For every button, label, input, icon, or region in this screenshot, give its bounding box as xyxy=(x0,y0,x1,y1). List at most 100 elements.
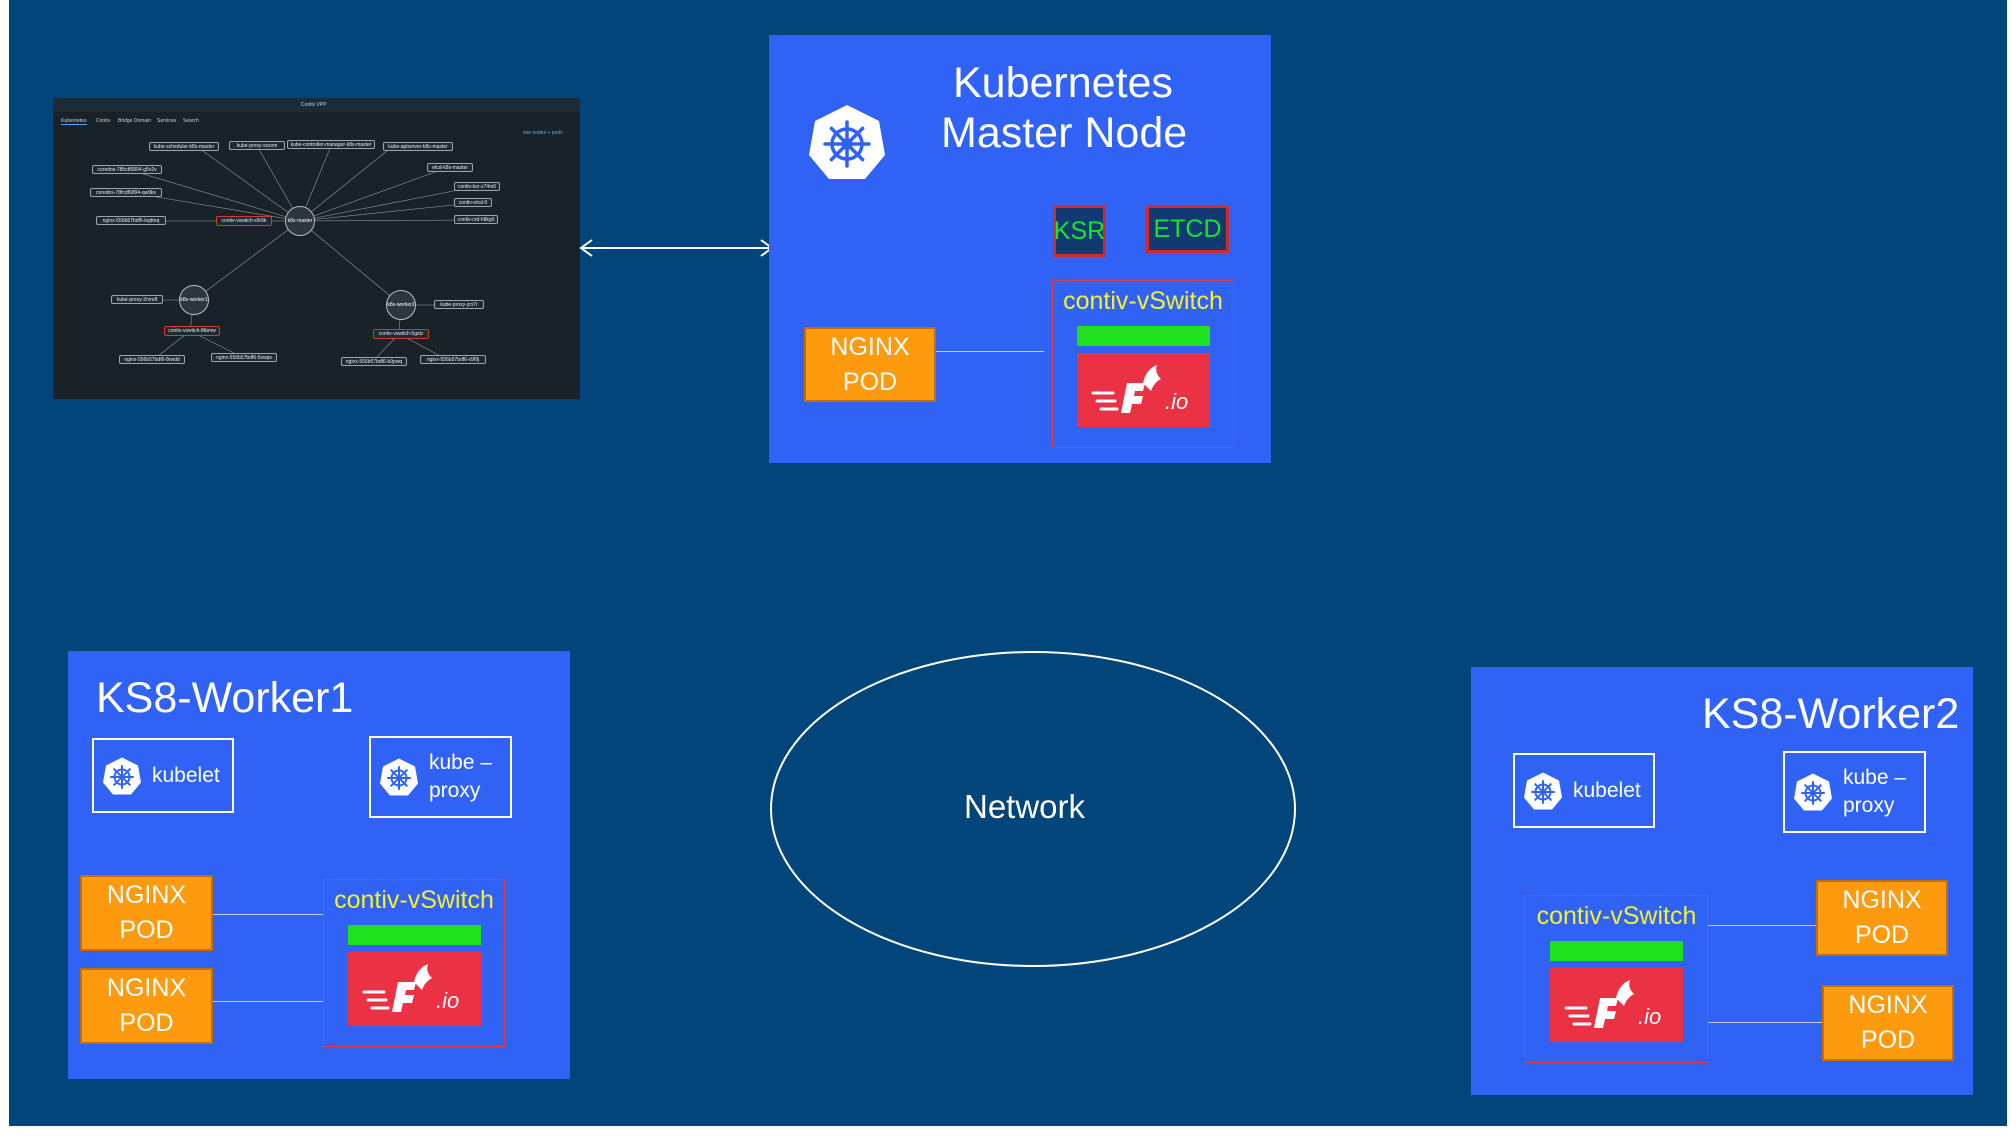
fdio-logo-icon: .io xyxy=(1077,353,1210,427)
screenshot-node-vswitch-w1: contiv-vswitch-8tbmw xyxy=(164,326,220,336)
vswitch-label: contiv-vSwitch xyxy=(1536,902,1697,930)
worker1-kubelet-box: kubelet xyxy=(92,738,234,813)
screenshot-node-k8s-worker2: k8s-worker2 xyxy=(386,290,416,320)
worker1-node-box: KS8-Worker1 kubelet kube – proxy NGINX P… xyxy=(68,651,570,1079)
worker1-vswitch-box: contiv-vSwitch .io xyxy=(323,879,505,1047)
screenshot-node-vswitch-w2: contiv-vswitch-5gstz xyxy=(373,329,429,339)
etcd-box: ETCD xyxy=(1146,205,1229,253)
vswitch-status-bar xyxy=(1077,326,1210,346)
worker2-vswitch-box: contiv-vSwitch .io xyxy=(1525,895,1708,1063)
screenshot-node-etcd-master: etcd-k8s-master xyxy=(427,163,473,172)
screenshot-node-nginx-w2b: nginx-556b57bdf6-x9f9j xyxy=(420,355,486,364)
vswitch-label: contiv-vSwitch xyxy=(334,886,494,914)
fdio-suffix: .io xyxy=(436,988,460,1013)
worker1-kube-proxy-box: kube – proxy xyxy=(369,736,512,818)
pod-line2: POD xyxy=(119,1009,174,1037)
pod-line2: POD xyxy=(1854,921,1910,949)
diagram-canvas: Contiv VPP Kubernetes Contiv Bridge Doma… xyxy=(9,0,2007,1126)
screenshot-node-vswitch-master: contiv-vswitch-s9r6k xyxy=(216,216,272,226)
kubernetes-helm-icon xyxy=(1794,773,1832,811)
ksr-box: KSR xyxy=(1053,205,1106,257)
fdio-suffix: .io xyxy=(1165,389,1189,414)
pod-line2: POD xyxy=(119,916,174,944)
double-arrow-icon xyxy=(579,239,774,257)
kubernetes-helm-icon xyxy=(103,757,141,794)
vswitch-status-bar xyxy=(348,925,481,945)
pod-line1: NGINX xyxy=(830,332,910,361)
worker2-node-box: KS8-Worker2 kubelet kube – proxy contiv-… xyxy=(1471,667,1973,1095)
master-node-box: Kubernetes Master Node KSR ETCD NGINX PO… xyxy=(769,35,1271,463)
screenshot-node-kube-proxy-w1: kube-proxy-2nmdf xyxy=(111,295,163,304)
screenshot-node-kube-apiserver: kube-apiserver-k8s-master xyxy=(383,142,453,151)
worker2-kube-proxy-box: kube – proxy xyxy=(1783,751,1926,833)
pod-line1: NGINX xyxy=(1842,886,1922,914)
worker1-nginx-pod-1: NGINX POD xyxy=(80,875,213,951)
master-nginx-pod: NGINX POD xyxy=(804,327,936,402)
screenshot-tab-search: Search xyxy=(183,118,199,124)
contiv-vpp-screenshot: Contiv VPP Kubernetes Contiv Bridge Doma… xyxy=(53,98,580,399)
kube-proxy-label: kube – proxy xyxy=(1843,764,1906,820)
fdio-logo-icon: .io xyxy=(1550,968,1683,1042)
fdio-mark xyxy=(1564,980,1634,1028)
ksr-label: KSR xyxy=(1053,216,1106,245)
worker2-kubelet-box: kubelet xyxy=(1513,753,1655,828)
screenshot-node-k8s-master: k8s-master xyxy=(285,206,315,236)
screenshot-node-nginx-w1b: nginx-556b57bdf6-5xwps xyxy=(211,353,277,362)
pod-line2: POD xyxy=(842,367,898,396)
kubernetes-helm-icon xyxy=(1524,772,1562,809)
worker2-pod2-connector xyxy=(1708,1022,1822,1023)
worker2-nginx-pod-2: NGINX POD xyxy=(1822,985,1954,1061)
kube-proxy-label: kube – proxy xyxy=(429,749,492,805)
pod-line1: NGINX xyxy=(106,881,187,909)
screenshot-node-contiv-etcd: contiv-etcd-0 xyxy=(454,198,492,207)
screenshot-node-nginx-w1a: nginx-556b57bdf6-8rwdd xyxy=(119,355,185,364)
screenshot-node-nginx-master: nginx-556b57bdf6-kqdmq xyxy=(96,216,166,225)
kubelet-label: kubelet xyxy=(152,763,220,787)
kube-proxy-line1: kube – xyxy=(1843,766,1907,789)
worker2-title: KS8-Worker2 xyxy=(1702,690,1960,738)
vswitch-status-bar xyxy=(1550,941,1683,961)
master-title-line1: Kubernetes xyxy=(953,59,1173,107)
screenshot-node-k8s-worker1: k8s-worker1 xyxy=(179,285,209,315)
network-label: Network xyxy=(964,788,1086,825)
worker1-pod2-connector xyxy=(213,1001,323,1002)
screenshot-right-note: see nodes + pods xyxy=(523,130,563,136)
fdio-mark xyxy=(362,964,432,1012)
kubernetes-helm-icon xyxy=(380,758,418,796)
fdio-logo-icon: .io xyxy=(348,952,481,1026)
worker1-pod1-connector xyxy=(213,914,323,915)
pod-line1: NGINX xyxy=(106,974,187,1002)
screenshot-node-kube-controller: kube-controller-manager-k8s-master xyxy=(287,140,375,149)
screenshot-tab-services: Services xyxy=(157,118,177,124)
master-pod-connector xyxy=(936,351,1044,352)
worker1-title: KS8-Worker1 xyxy=(96,674,354,722)
screenshot-node-contiv-crd: contiv-crd-h8kg6 xyxy=(454,215,498,224)
kubelet-label: kubelet xyxy=(1573,778,1641,802)
screenshot-node-contiv-ksr: contiv-ksr-z74m6 xyxy=(454,182,500,191)
kube-proxy-line1: kube – xyxy=(429,751,493,774)
screenshot-tab-contiv: Contiv xyxy=(96,118,111,124)
vswitch-label: contiv-vSwitch xyxy=(1063,287,1223,315)
screenshot-node-coredns-a: coredns-78fcdf6894-g5v2v xyxy=(92,165,162,174)
screenshot-node-kube-proxy-master: kube-proxy-sxzvm xyxy=(229,141,285,150)
etcd-label: ETCD xyxy=(1153,214,1222,243)
screenshot-node-coredns-b: coredns-78fcdf6894-qw9ks xyxy=(90,188,162,197)
screenshot-node-kube-proxy-w2: kube-proxy-jcn7r xyxy=(434,300,484,309)
worker1-nginx-pod-2: NGINX POD xyxy=(80,968,213,1044)
screenshot-titlebar: Contiv VPP xyxy=(53,98,580,112)
network-ellipse xyxy=(770,651,1296,967)
kube-proxy-line2: proxy xyxy=(429,779,481,802)
screenshot-node-kube-scheduler: kube-scheduler-k8s-master xyxy=(149,142,219,151)
master-vswitch-box: contiv-vSwitch .io xyxy=(1052,280,1234,448)
screenshot-tab-bridge-domain: Bridge Domain xyxy=(118,118,152,124)
worker2-pod1-connector xyxy=(1708,925,1816,926)
worker2-nginx-pod-1: NGINX POD xyxy=(1816,880,1948,956)
kubernetes-helm-icon xyxy=(809,105,885,179)
pod-line2: POD xyxy=(1860,1026,1916,1054)
fdio-mark xyxy=(1091,365,1161,413)
fdio-suffix: .io xyxy=(1638,1004,1662,1029)
screenshot-node-nginx-w2a: nginx-556b57bdf6-b9pwq xyxy=(341,357,407,366)
screenshot-app-title: Contiv VPP xyxy=(301,102,327,108)
pod-line1: NGINX xyxy=(1848,991,1928,1019)
master-title-line2: Master Node xyxy=(941,109,1188,157)
